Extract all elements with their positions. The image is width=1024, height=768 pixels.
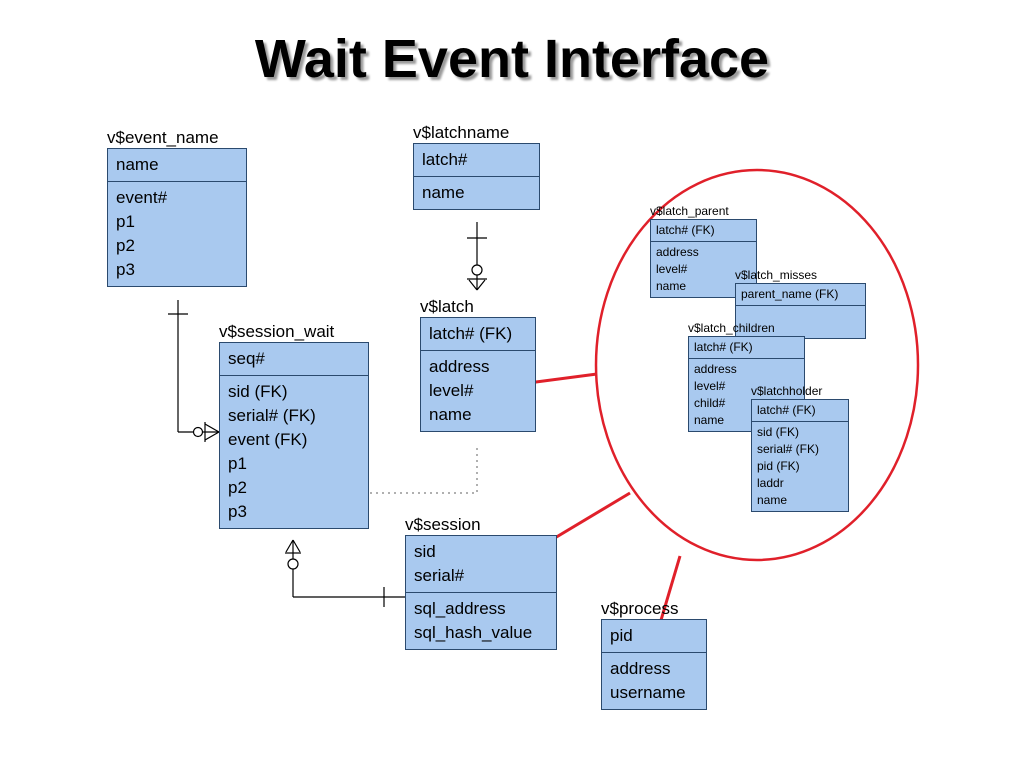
- attribute: latch# (FK): [694, 340, 753, 354]
- entity-label: v$session_wait: [219, 322, 335, 341]
- entity-attr-section: sid (FK) serial# (FK) event (FK) p1 p2 p…: [220, 376, 368, 528]
- attribute: username: [610, 683, 686, 702]
- attribute: serial# (FK): [757, 442, 820, 456]
- entity-attr-section: event# p1 p2 p3: [108, 182, 246, 286]
- entity-label: v$latch_parent: [650, 204, 729, 218]
- relation-sessionwait-session: [285, 539, 405, 607]
- attribute: pid: [610, 626, 633, 645]
- attribute: p2: [116, 236, 135, 255]
- attribute: p1: [228, 454, 247, 473]
- attribute: event#: [116, 188, 168, 207]
- attribute: level#: [656, 262, 688, 276]
- entity-label: v$latch: [420, 297, 474, 316]
- entity-label: v$latch_children: [688, 321, 775, 335]
- attribute: parent_name (FK): [741, 287, 839, 301]
- attribute: level#: [694, 379, 726, 393]
- entity-pk-section: latch# (FK): [421, 318, 535, 351]
- entity-label: v$process: [601, 599, 679, 618]
- attribute: latch# (FK): [656, 223, 715, 237]
- attribute: latch# (FK): [757, 403, 816, 417]
- entity-label: v$latchname: [413, 123, 510, 142]
- attribute: child#: [694, 396, 726, 410]
- entity-attr-section: name: [414, 177, 539, 209]
- attribute: address: [429, 357, 490, 376]
- entity-pk-section: latch#: [414, 144, 539, 177]
- entity-pk-section: sid serial#: [406, 536, 556, 593]
- entity-pk-section: pid: [602, 620, 706, 653]
- entity-label: v$latch_misses: [735, 268, 818, 282]
- attribute: name: [116, 155, 159, 174]
- slide-title: Wait Event Interface: [254, 29, 770, 89]
- attribute: laddr: [757, 476, 784, 490]
- entity-label: v$latchholder: [751, 384, 823, 398]
- highlight-ellipse: [594, 168, 920, 562]
- attribute: pid (FK): [757, 459, 800, 473]
- attribute: address: [694, 362, 737, 376]
- entity-attr-section: address level# name: [651, 242, 756, 297]
- attribute: event (FK): [228, 430, 308, 449]
- attribute: p1: [116, 212, 135, 231]
- attribute: p2: [228, 478, 247, 497]
- entity-attr-section: address level# name: [421, 351, 535, 431]
- attribute: name: [429, 405, 472, 424]
- attribute: name: [757, 493, 788, 507]
- entity-pk-section: seq#: [220, 343, 368, 376]
- attribute: level#: [429, 381, 474, 400]
- attribute: latch#: [422, 150, 468, 169]
- attribute: p3: [116, 260, 135, 279]
- entity-pk-section: parent_name (FK): [736, 284, 865, 306]
- entity-attr-section: address level# child# name: [689, 359, 804, 431]
- attribute: name: [656, 279, 687, 293]
- entity-attr-section: sid (FK) serial# (FK) pid (FK) laddr nam…: [752, 422, 848, 511]
- attribute: serial# (FK): [228, 406, 316, 425]
- attribute: sid: [414, 542, 436, 561]
- attribute: p3: [228, 502, 247, 521]
- entity-pk-section: latch# (FK): [752, 400, 848, 422]
- entity-pk-section: latch# (FK): [651, 220, 756, 242]
- entity-pk-section: latch# (FK): [689, 337, 804, 359]
- entity-label: v$session: [405, 515, 481, 534]
- entity-label: v$event_name: [107, 128, 219, 147]
- attribute: serial#: [414, 566, 465, 585]
- attribute: sql_hash_value: [414, 623, 533, 642]
- relation-latchname-latch: [467, 222, 487, 291]
- attribute: address: [610, 659, 671, 678]
- attribute: sql_address: [414, 599, 506, 618]
- entity-pk-section: name: [108, 149, 246, 182]
- attribute: sid (FK): [228, 382, 288, 401]
- attribute: address: [656, 245, 699, 259]
- relation-event-sessionwait: [168, 300, 220, 442]
- attribute: latch# (FK): [429, 324, 513, 343]
- attribute: name: [422, 183, 465, 202]
- attribute: seq#: [228, 349, 265, 368]
- entity-attr-section: sql_address sql_hash_value: [406, 593, 556, 649]
- attribute: name: [694, 413, 725, 427]
- entity-attr-section: address username: [602, 653, 706, 709]
- attribute: sid (FK): [757, 425, 799, 439]
